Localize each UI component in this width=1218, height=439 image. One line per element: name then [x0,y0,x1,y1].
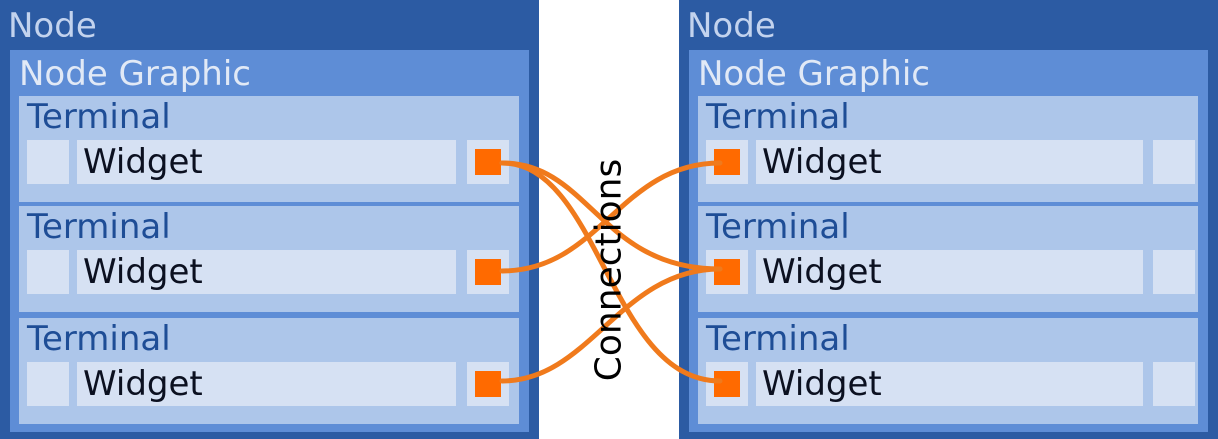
terminal-port[interactable] [475,371,501,397]
terminal: Terminal Widget [698,318,1198,424]
terminal-label: Terminal [706,207,850,247]
terminal-label: Terminal [706,97,850,137]
node-graphic-title: Node Graphic [698,54,930,94]
widget[interactable]: Widget [77,140,456,184]
node-graphic: Node Graphic Terminal Widget Terminal Wi… [689,50,1208,432]
terminal-port[interactable] [714,149,740,175]
widget[interactable]: Widget [77,362,456,406]
terminal-port-slot [706,250,748,294]
terminal-port[interactable] [475,149,501,175]
terminal-slot [27,362,69,406]
widget[interactable]: Widget [756,140,1143,184]
terminal-port[interactable] [714,371,740,397]
terminal-label: Terminal [27,319,171,359]
widget[interactable]: Widget [756,362,1143,406]
terminal-label: Terminal [27,207,171,247]
node-title: Node [8,6,97,46]
widget-label: Widget [83,364,203,404]
widget-label: Widget [762,364,882,404]
terminal-port[interactable] [714,259,740,285]
terminal: Terminal Widget [698,206,1198,312]
terminal: Terminal Widget [19,96,519,202]
node-right[interactable]: Node Node Graphic Terminal Widget Termin… [679,0,1218,439]
node-left[interactable]: Node Node Graphic Terminal Widget Termin… [0,0,539,439]
terminal: Terminal Widget [19,206,519,312]
widget[interactable]: Widget [756,250,1143,294]
widget-label: Widget [762,142,882,182]
terminal: Terminal Widget [698,96,1198,202]
terminal-port-slot [706,140,748,184]
terminal-label: Terminal [27,97,171,137]
terminal-port[interactable] [475,259,501,285]
widget-label: Widget [83,252,203,292]
node-graphic-title: Node Graphic [19,54,251,94]
connections-label: Connections [588,158,630,382]
terminal-port-slot [467,250,509,294]
node-title: Node [687,6,776,46]
terminal-slot [27,250,69,294]
widget-label: Widget [762,252,882,292]
terminal-port-slot [706,362,748,406]
terminal-label: Terminal [706,319,850,359]
terminal-slot [1153,362,1195,406]
widget[interactable]: Widget [77,250,456,294]
terminal-slot [1153,250,1195,294]
terminal-port-slot [467,140,509,184]
terminal: Terminal Widget [19,318,519,424]
terminal-port-slot [467,362,509,406]
terminal-slot [1153,140,1195,184]
node-graphic: Node Graphic Terminal Widget Terminal Wi… [10,50,529,432]
terminal-slot [27,140,69,184]
widget-label: Widget [83,142,203,182]
